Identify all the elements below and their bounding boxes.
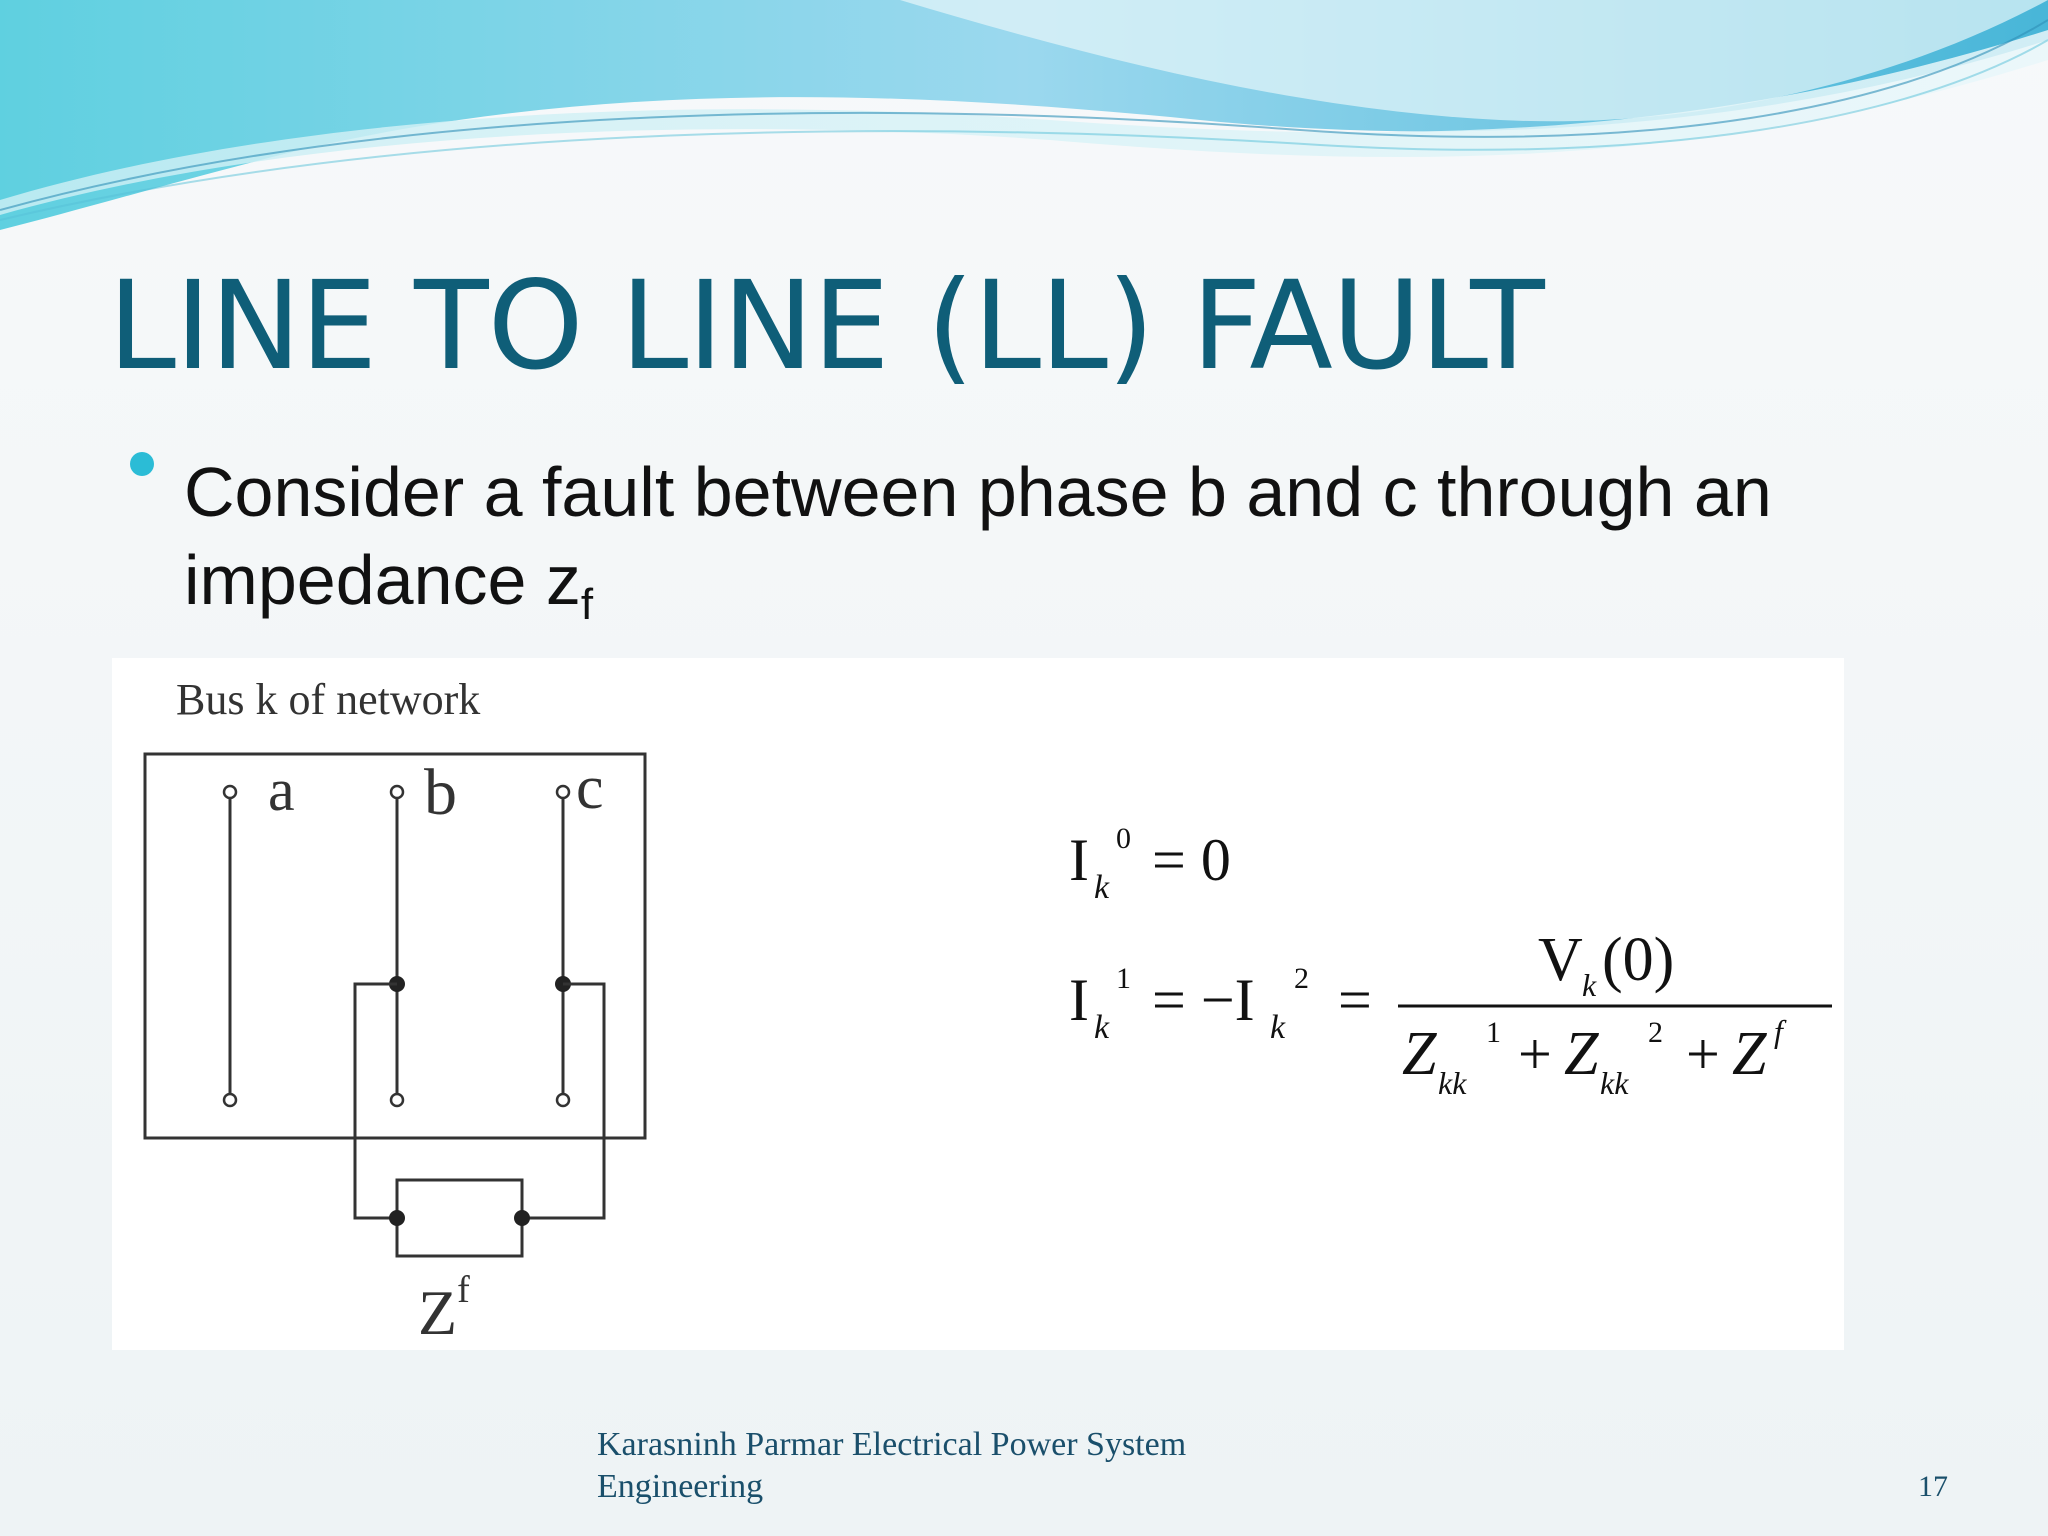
impedance-right-node xyxy=(514,1210,530,1226)
bullet-dot xyxy=(130,452,154,476)
network-box xyxy=(143,752,647,1140)
eq2-denominator-z1-superscript: 1 xyxy=(1486,1016,1501,1049)
eq2-negative-current-subscript: k xyxy=(1270,1009,1286,1046)
eq1-current-symbol: I xyxy=(1069,827,1089,893)
eq2-denominator-zf-superscript: f xyxy=(1774,1013,1787,1049)
footer-line-1: Karasninh Parmar Electrical Power System xyxy=(597,1426,1187,1463)
equation-positive-negative-sequence: I k 1 = −I k 2 = V k (0) Z kk 1 + Z kk xyxy=(1069,926,1832,1101)
phase-c-fault-wire xyxy=(522,982,606,1220)
phase-a-top-terminal xyxy=(222,784,238,800)
eq2-numerator-subscript: k xyxy=(1582,967,1597,1003)
phase-c-bottom-terminal xyxy=(555,1092,571,1108)
eq2-current-superscript: 1 xyxy=(1116,962,1131,995)
eq2-denominator-z1-subscript: kk xyxy=(1438,1065,1467,1101)
eq2-negative-current-superscript: 2 xyxy=(1294,962,1309,995)
phase-b-top-terminal xyxy=(389,784,405,800)
footer-credit: Karasninh Parmar Electrical Power System… xyxy=(597,1424,1297,1508)
impedance-left-node xyxy=(389,1210,405,1226)
circuit-diagram: Bus k of network a b c xyxy=(143,675,1832,1348)
diagram-caption: Bus k of network xyxy=(176,675,480,724)
phase-a-bottom-terminal xyxy=(222,1092,238,1108)
equation-zero-sequence: I k 0 = 0 xyxy=(1069,822,1231,906)
eq2-denominator-plus-1: + xyxy=(1518,1021,1552,1087)
slide-title: LINE TO LINE (LL) FAULT xyxy=(108,255,1545,397)
phase-c-top-terminal xyxy=(555,784,571,800)
eq2-numerator-voltage: V xyxy=(1538,926,1583,994)
eq2-denominator-zf: Z xyxy=(1732,1020,1767,1088)
eq2-denominator-z2: Z xyxy=(1564,1020,1599,1088)
eq2-denominator-z2-superscript: 2 xyxy=(1648,1016,1663,1049)
eq2-current-symbol: I xyxy=(1069,967,1089,1033)
impedance-label: Zf xyxy=(418,1269,470,1348)
phase-b-bottom-terminal xyxy=(389,1092,405,1108)
eq1-current-subscript: k xyxy=(1094,869,1110,906)
bullet-text: Consider a fault between phase b and c t… xyxy=(184,448,1984,627)
eq2-denominator-plus-2: + xyxy=(1686,1021,1720,1087)
phase-a-label: a xyxy=(268,757,295,823)
eq2-current-subscript: k xyxy=(1094,1009,1110,1046)
phase-b-fault-wire xyxy=(353,982,397,1220)
eq1-current-superscript: 0 xyxy=(1116,822,1131,855)
eq2-negative-current: = −I xyxy=(1152,967,1255,1033)
eq2-equals-sign: = xyxy=(1338,967,1372,1033)
fault-figure: Bus k of network a b c xyxy=(112,658,1844,1350)
eq2-denominator-z2-subscript: kk xyxy=(1600,1065,1629,1101)
page-number: 17 xyxy=(1918,1470,1948,1503)
eq2-denominator-z1: Z xyxy=(1402,1020,1437,1088)
eq2-numerator-argument: (0) xyxy=(1602,926,1674,994)
header-wave-decoration xyxy=(0,0,2048,230)
phase-b-label: b xyxy=(424,756,457,829)
eq1-rhs: = 0 xyxy=(1152,827,1231,893)
footer-line-2: Engineering xyxy=(597,1468,764,1505)
fault-impedance-box xyxy=(395,1178,524,1258)
bullet-text-subscript: f xyxy=(580,580,594,629)
bullet-text-main: Consider a fault between phase b and c t… xyxy=(184,453,1772,619)
phase-c-label: c xyxy=(576,754,604,822)
